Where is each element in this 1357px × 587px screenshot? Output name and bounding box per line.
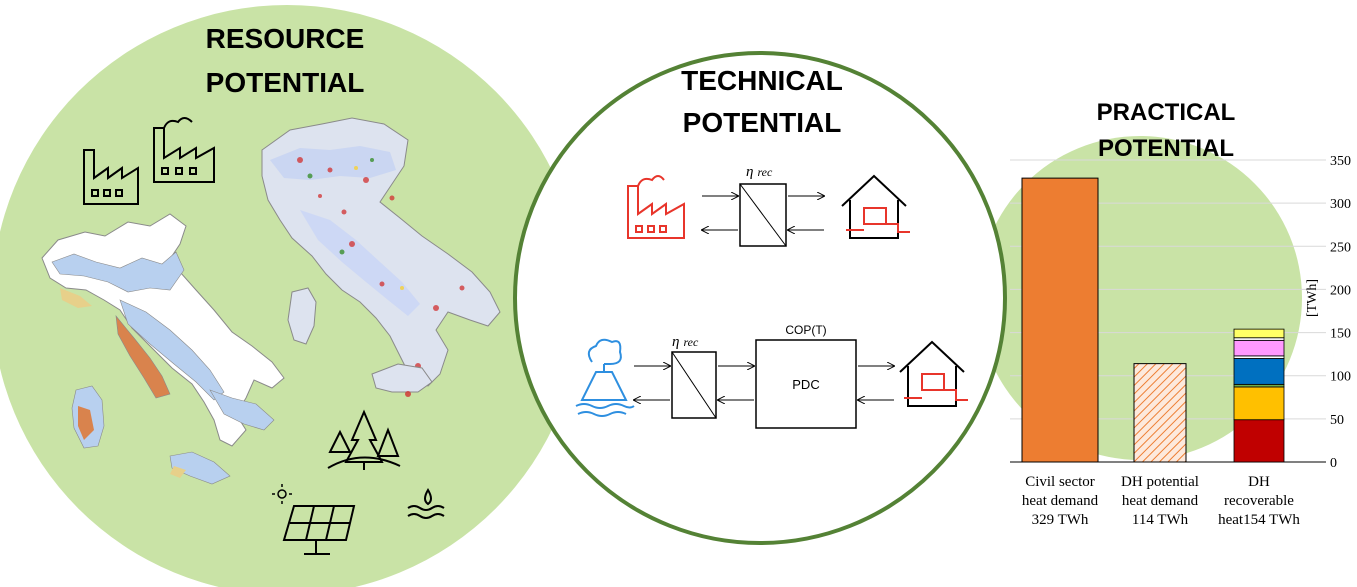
x-tick-label: heat154 TWh bbox=[1218, 512, 1300, 528]
x-tick-label: DH bbox=[1248, 474, 1270, 490]
y-tick-label: 200 bbox=[1330, 283, 1351, 298]
water-drop-icon bbox=[407, 488, 445, 519]
bar-segment bbox=[1233, 328, 1285, 339]
y-tick-label: 250 bbox=[1330, 240, 1351, 255]
cop-label: COP(T) bbox=[785, 323, 826, 337]
y-tick-label: 0 bbox=[1330, 456, 1337, 471]
building-radiator-icon-bottom bbox=[899, 340, 968, 407]
heat-exchanger-bottom bbox=[671, 351, 717, 419]
practical-title-line1: PRACTICAL bbox=[1097, 99, 1236, 126]
bar-chart: 0 50 100 150 200 250 300 350 [TWh] Civil sector he… bbox=[1010, 154, 1351, 528]
technical-circle bbox=[513, 51, 1007, 545]
bar bbox=[1133, 363, 1187, 463]
pdc-label: PDC bbox=[792, 377, 819, 392]
geothermal-icon bbox=[575, 338, 635, 417]
pdc-box bbox=[755, 339, 857, 429]
factory-smoke-icon bbox=[153, 117, 215, 183]
x-tick-label: Civil sector bbox=[1025, 474, 1095, 490]
x-tick-label: heat demand bbox=[1022, 493, 1099, 509]
bar bbox=[1021, 177, 1099, 463]
y-axis-label: [TWh] bbox=[1305, 279, 1320, 317]
forest-icon bbox=[327, 409, 401, 470]
bar-segment bbox=[1233, 419, 1285, 463]
y-tick-label: 100 bbox=[1330, 370, 1351, 385]
y-tick-label: 300 bbox=[1330, 197, 1351, 212]
resource-title-line1: RESOURCE bbox=[206, 23, 365, 54]
y-tick-label: 150 bbox=[1330, 327, 1351, 342]
x-tick-label: heat demand bbox=[1122, 493, 1199, 509]
technical-title-line2: POTENTIAL bbox=[683, 107, 842, 138]
y-tick-label: 350 bbox=[1330, 154, 1351, 169]
industry-red-icon bbox=[627, 175, 685, 239]
x-tick-label: DH potential bbox=[1121, 474, 1199, 490]
factory-icon bbox=[83, 149, 139, 205]
x-tick-label: recoverable bbox=[1224, 493, 1294, 509]
practical-title-line2: POTENTIAL bbox=[1098, 135, 1234, 162]
resource-title-line2: POTENTIAL bbox=[206, 67, 365, 98]
y-tick-label: 50 bbox=[1330, 413, 1344, 428]
heat-exchanger-top bbox=[739, 183, 787, 247]
solar-panel-icon bbox=[282, 505, 356, 555]
x-tick-label: 329 TWh bbox=[1032, 512, 1089, 528]
technical-title-line1: TECHNICAL bbox=[681, 65, 843, 96]
italy-map-left bbox=[41, 213, 285, 485]
bar-segment bbox=[1233, 386, 1285, 421]
italy-map-right bbox=[261, 117, 501, 397]
bar-segment bbox=[1233, 339, 1285, 357]
x-tick-label: 114 TWh bbox=[1132, 512, 1189, 528]
bar-segment bbox=[1233, 358, 1285, 385]
building-radiator-icon-top bbox=[841, 174, 910, 239]
sun-icon bbox=[272, 484, 292, 504]
